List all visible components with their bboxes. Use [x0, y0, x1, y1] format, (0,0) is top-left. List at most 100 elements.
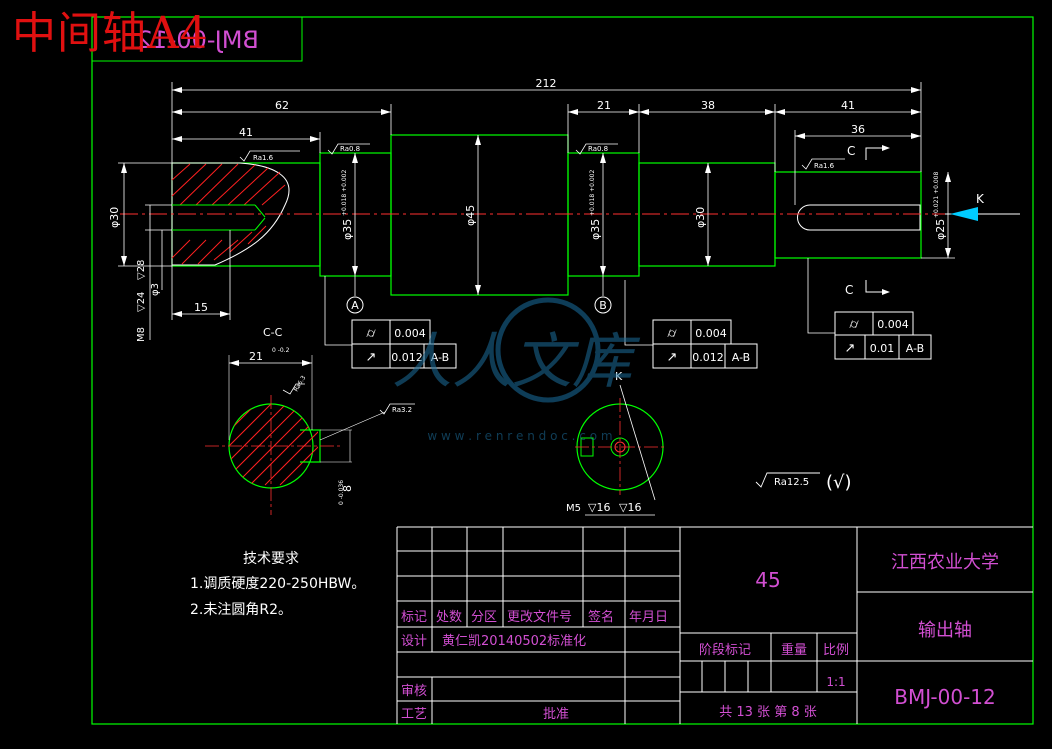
mirrored-code-box [91, 16, 303, 62]
svg-text:0.012: 0.012 [391, 351, 423, 364]
svg-text:↗: ↗ [667, 350, 678, 365]
dim-212: 212 [536, 77, 557, 90]
svg-text:标记: 标记 [401, 610, 427, 625]
svg-text:1:1: 1:1 [826, 675, 845, 689]
svg-text:C-C: C-C [263, 326, 283, 339]
svg-text:↗: ↗ [845, 341, 856, 356]
svg-text:w w w . r e n r e n d o c . c: w w w . r e n r e n d o c . c o m [427, 429, 612, 443]
roughness-ra08-b: Ra0.8 [575, 143, 618, 155]
svg-text:Ra12.5: Ra12.5 [774, 477, 809, 488]
keyway-right [797, 204, 921, 231]
svg-text:C: C [845, 283, 853, 297]
horizontal-dim-arrows [172, 87, 921, 317]
overlay-title: 中间轴A4 [12, 8, 209, 59]
vertical-dim-lines [118, 135, 955, 340]
svg-text:设计: 设计 [401, 634, 427, 649]
section-cc-view: C-C 21 0 -0.2 8 0 -0.036 Ra6.3 Ra3.2 [205, 326, 415, 515]
svg-text:0.004: 0.004 [877, 318, 909, 331]
tolerance-frame-2: ⌭ 0.004 ↗ 0.012 A-B [652, 319, 758, 369]
dim-dia25-tol: +0.021 +0.008 [933, 172, 940, 218]
svg-text:Ra1.6: Ra1.6 [253, 154, 274, 162]
watermark: 人人文库 w w w . r e n r e n d o c . c o m [392, 297, 641, 443]
svg-text:⌭: ⌭ [366, 326, 376, 341]
svg-text:批准: 批准 [543, 707, 569, 722]
dim-62: 62 [275, 99, 289, 112]
dim-m8: M8 [136, 327, 147, 342]
dim-dia35-b: φ35 [589, 219, 602, 240]
section-c-bottom: C [845, 280, 890, 297]
svg-text:▽16: ▽16 [588, 501, 610, 514]
svg-text:0.004: 0.004 [695, 327, 727, 340]
svg-text:处数: 处数 [436, 610, 462, 625]
dim-dia35-b-tol: +0.018 +0.002 [589, 170, 596, 216]
sheet-border [91, 16, 1034, 725]
svg-text:Ra6.3: Ra6.3 [293, 374, 308, 393]
svg-text:1.调质硬度220-250HBW。: 1.调质硬度220-250HBW。 [190, 576, 365, 592]
mirrored-code-text: BMJ-00-12 [137, 26, 259, 54]
svg-text:审核: 审核 [401, 684, 427, 699]
svg-text:比例: 比例 [823, 643, 849, 658]
dim-dia35-a: φ35 [341, 219, 354, 240]
svg-text:共 13 张 第 8 张: 共 13 张 第 8 张 [719, 705, 816, 720]
section-c-top: C [847, 144, 890, 160]
tolerance-frame-1: ⌭ 0.004 ↗ 0.012 A-B [351, 319, 457, 369]
svg-text:技术要求: 技术要求 [243, 551, 299, 567]
horizontal-dim-lines [171, 82, 922, 320]
svg-text:⌭: ⌭ [849, 317, 859, 332]
svg-text:0.012: 0.012 [692, 351, 724, 364]
dim-dia3: φ3 [150, 283, 161, 296]
k-view-arrow: K [945, 192, 1020, 221]
svg-text:B: B [599, 299, 607, 312]
svg-text:A-B: A-B [431, 351, 449, 364]
svg-text:45: 45 [755, 568, 780, 592]
title-block-grid [396, 526, 1033, 724]
svg-text:▽16: ▽16 [619, 501, 641, 514]
dim-41-left: 41 [239, 126, 253, 139]
svg-text:0.004: 0.004 [394, 327, 426, 340]
dim-dia30-mid: φ30 [694, 207, 707, 228]
svg-text:BMJ-00-12: BMJ-00-12 [894, 685, 996, 709]
svg-text:年月日: 年月日 [629, 610, 668, 625]
svg-text:阶段标记: 阶段标记 [699, 643, 751, 658]
svg-text:⌭: ⌭ [667, 326, 677, 341]
svg-text:江西农业大学: 江西农业大学 [891, 552, 999, 573]
svg-text:(√): (√) [826, 472, 852, 493]
technical-requirements: 技术要求 1.调质硬度220-250HBW。 2.未注圆角R2。 [190, 551, 365, 618]
shaft-outline [171, 134, 922, 296]
dim-36: 36 [851, 123, 865, 136]
svg-text:8: 8 [341, 485, 354, 492]
dim-38: 38 [701, 99, 715, 112]
svg-text:K: K [976, 192, 985, 206]
dim-dia35-a-tol: +0.018 +0.002 [341, 170, 348, 216]
svg-text:↗: ↗ [366, 350, 377, 365]
svg-text:2.未注圆角R2。: 2.未注圆角R2。 [190, 602, 292, 618]
svg-text:A: A [351, 299, 359, 312]
svg-text:工艺: 工艺 [401, 707, 427, 722]
svg-text:Ra3.2: Ra3.2 [392, 406, 412, 414]
svg-text:重量: 重量 [781, 642, 807, 658]
datum-a: A [346, 276, 364, 314]
svg-text:人人文库: 人人文库 [392, 327, 641, 397]
datum-b: B [594, 276, 612, 314]
svg-text:0 -0.2: 0 -0.2 [272, 347, 290, 354]
vertical-dim-arrows [121, 135, 951, 295]
svg-text:输出轴: 输出轴 [918, 620, 972, 641]
tolerance-leaders [324, 258, 835, 346]
svg-text:M5: M5 [566, 503, 581, 514]
general-roughness: Ra12.5 (√) [755, 472, 852, 493]
svg-text:Ra0.8: Ra0.8 [588, 145, 608, 153]
svg-text:K: K [615, 370, 623, 383]
svg-text:0 -0.036: 0 -0.036 [338, 480, 345, 505]
svg-text:A-B: A-B [732, 351, 750, 364]
svg-text:分区: 分区 [471, 610, 497, 625]
dim-dia45: φ45 [464, 205, 477, 226]
hatch-lines [171, 163, 286, 265]
svg-text:21: 21 [249, 350, 263, 363]
dim-depth24: ▽24 [136, 292, 147, 312]
svg-text:签名: 签名 [588, 609, 614, 625]
svg-text:Ra1.6: Ra1.6 [814, 162, 835, 170]
svg-text:黄仁凯20140502标准化: 黄仁凯20140502标准化 [442, 634, 586, 649]
dim-dia30-left: φ30 [108, 207, 121, 228]
threaded-hole [172, 204, 266, 231]
